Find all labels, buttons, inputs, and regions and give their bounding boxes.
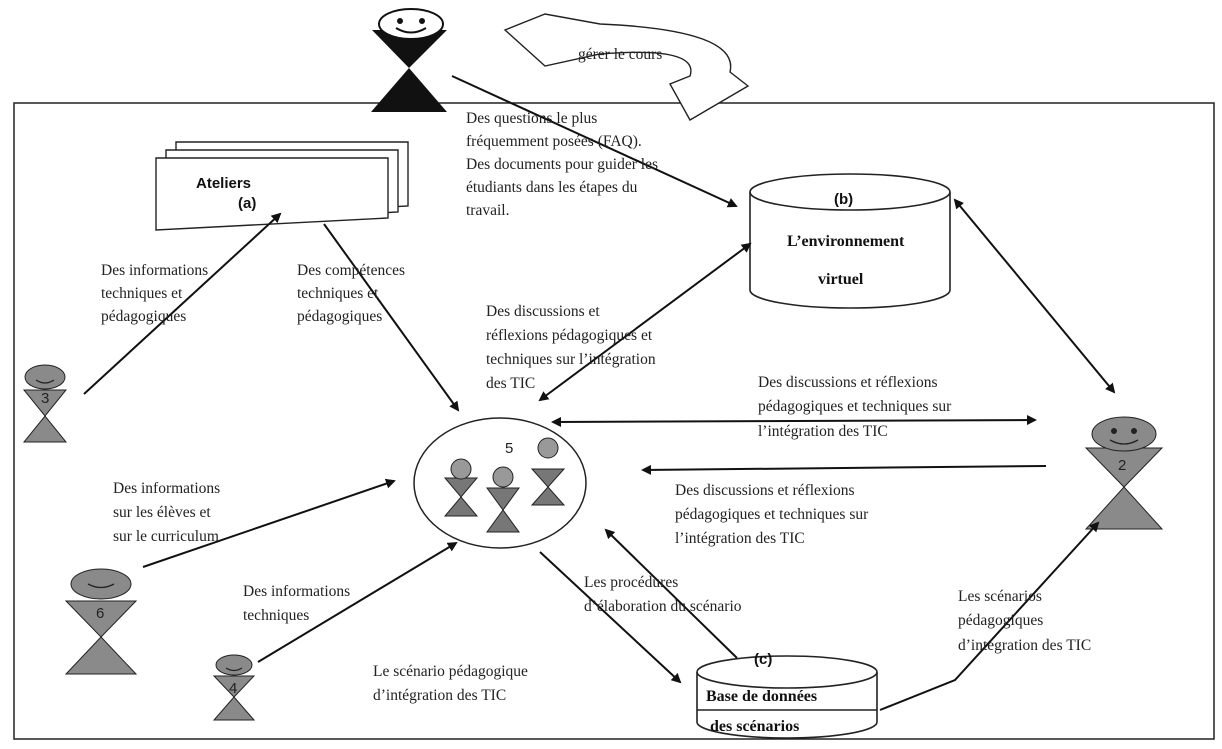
arrow-env-actor2 xyxy=(953,198,1116,394)
label-faq: Des questions le plus fréquemment posées… xyxy=(466,110,658,219)
group-number: 5 xyxy=(505,440,513,457)
arrow-actor2-to-group xyxy=(641,464,1047,475)
instructor-actor xyxy=(371,8,447,112)
label-faq-2: fréquemment posées (FAQ). xyxy=(466,133,642,150)
diagram-frame xyxy=(13,102,1215,740)
label-discussions-right-top: Des discussions et réflexions pédagogiqu… xyxy=(758,374,952,440)
label-discussions-right-bottom-1: Des discussions et réflexions xyxy=(675,482,855,499)
label-discussions-right-bottom-3: l’intégration des TIC xyxy=(675,530,805,547)
actor-6-number: 6 xyxy=(96,605,104,622)
label-discussions-right-bottom: Des discussions et réflexions pédagogiqu… xyxy=(675,482,869,547)
arrow-ateliers-to-group xyxy=(323,223,460,412)
label-info-eleves: Des informations sur les élèves et sur l… xyxy=(113,480,220,545)
label-info-tech-peda-1: Des informations xyxy=(101,262,208,279)
actor-4-number: 4 xyxy=(229,680,237,697)
actor-6: 6 xyxy=(64,568,138,675)
actor-3-number: 3 xyxy=(41,390,49,407)
virtual-env-line2: virtuel xyxy=(818,271,864,288)
actor-2-number: 2 xyxy=(1118,457,1126,474)
arrow-actor4-to-group xyxy=(257,541,458,663)
label-info-eleves-3: sur le curriculum xyxy=(113,528,219,545)
virtual-env-line1: L’environnement xyxy=(787,233,905,250)
label-info-techniques: Des informations techniques xyxy=(243,583,350,624)
label-info-eleves-1: Des informations xyxy=(113,480,220,497)
manage-course-label: gérer le cours xyxy=(578,46,662,63)
label-info-tech-peda-3: pédagogiques xyxy=(101,308,186,325)
database-tag: (c) xyxy=(754,651,772,668)
label-discussions-right-top-1: Des discussions et réflexions xyxy=(758,374,938,391)
label-competences-2: techniques et xyxy=(297,285,379,302)
arrow-database-to-actor2 xyxy=(879,521,1100,711)
arrow-actor3-to-ateliers xyxy=(83,212,282,395)
group-5-teachers: 5 xyxy=(413,417,587,549)
arrow-instructor-to-env xyxy=(451,75,738,208)
ateliers-document-stack: Ateliers (a) xyxy=(155,141,409,231)
arrow-actor6-to-group xyxy=(142,478,396,568)
label-discussions-right-top-3: l’intégration des TIC xyxy=(758,423,888,440)
actor-3: 3 xyxy=(22,364,68,443)
label-scenario-integration-2: d’intégration des TIC xyxy=(373,687,506,704)
label-procedures: Les procédures d’élaboration du scénario xyxy=(584,574,742,615)
label-info-tech-peda: Des informations techniques et pédagogiq… xyxy=(101,262,208,325)
label-discussions-right-top-2: pédagogiques et techniques sur xyxy=(758,398,952,415)
label-info-tech-peda-2: techniques et xyxy=(101,285,183,302)
ateliers-title: Ateliers xyxy=(196,175,251,192)
label-competences: Des compétences techniques et pédagogiqu… xyxy=(297,262,405,325)
arrow-group-env xyxy=(538,242,752,402)
label-faq-5: travail. xyxy=(466,202,509,219)
label-discussions-right-bottom-2: pédagogiques et techniques sur xyxy=(675,506,869,523)
database-line2: des scénarios xyxy=(710,718,799,735)
label-competences-3: pédagogiques xyxy=(297,308,382,325)
virtual-env-tag: (b) xyxy=(834,191,853,208)
label-scenarios-peda-1: Les scénarios xyxy=(958,588,1042,605)
label-competences-1: Des compétences xyxy=(297,262,405,279)
label-faq-1: Des questions le plus xyxy=(466,110,597,127)
label-scenarios-peda: Les scénarios pédagogiques d’intégration… xyxy=(958,588,1091,654)
virtual-environment-cylinder: (b) L’environnement virtuel xyxy=(749,173,951,309)
arrow-group-to-database xyxy=(539,551,682,684)
label-discussions-center-4: des TIC xyxy=(486,375,535,392)
arrow-database-to-group xyxy=(604,528,738,659)
label-scenarios-peda-2: pédagogiques xyxy=(958,612,1043,629)
manage-course-curved-arrow: gérer le cours xyxy=(503,13,750,121)
label-discussions-center-3: techniques sur l’intégration xyxy=(486,351,656,368)
label-scenario-integration: Le scénario pédagogique d’intégration de… xyxy=(373,663,528,704)
database-line1: Base de données xyxy=(706,688,817,705)
actor-2: 2 xyxy=(1084,416,1164,530)
label-info-eleves-2: sur les élèves et xyxy=(113,504,211,521)
label-faq-3: Des documents pour guider les xyxy=(466,156,658,173)
scenario-database-cylinder: (c) Base de données des scénarios xyxy=(696,651,878,739)
label-scenario-integration-1: Le scénario pédagogique xyxy=(373,663,528,680)
label-discussions-center-1: Des discussions et xyxy=(486,303,600,320)
label-procedures-1: Les procédures xyxy=(584,574,678,591)
label-faq-4: étudiants dans les étapes du xyxy=(466,179,638,196)
label-info-techniques-1: Des informations xyxy=(243,583,350,600)
label-procedures-2: d’élaboration du scénario xyxy=(584,598,742,615)
label-scenarios-peda-3: d’intégration des TIC xyxy=(958,637,1091,654)
ateliers-tag: (a) xyxy=(238,195,256,212)
label-info-techniques-2: techniques xyxy=(243,607,309,624)
label-discussions-center: Des discussions et réflexions pédagogiqu… xyxy=(486,303,656,392)
label-discussions-center-2: réflexions pédagogiques et xyxy=(486,327,653,344)
arrow-group-actor2-bidirectional xyxy=(551,415,1037,427)
actor-4: 4 xyxy=(212,654,256,721)
